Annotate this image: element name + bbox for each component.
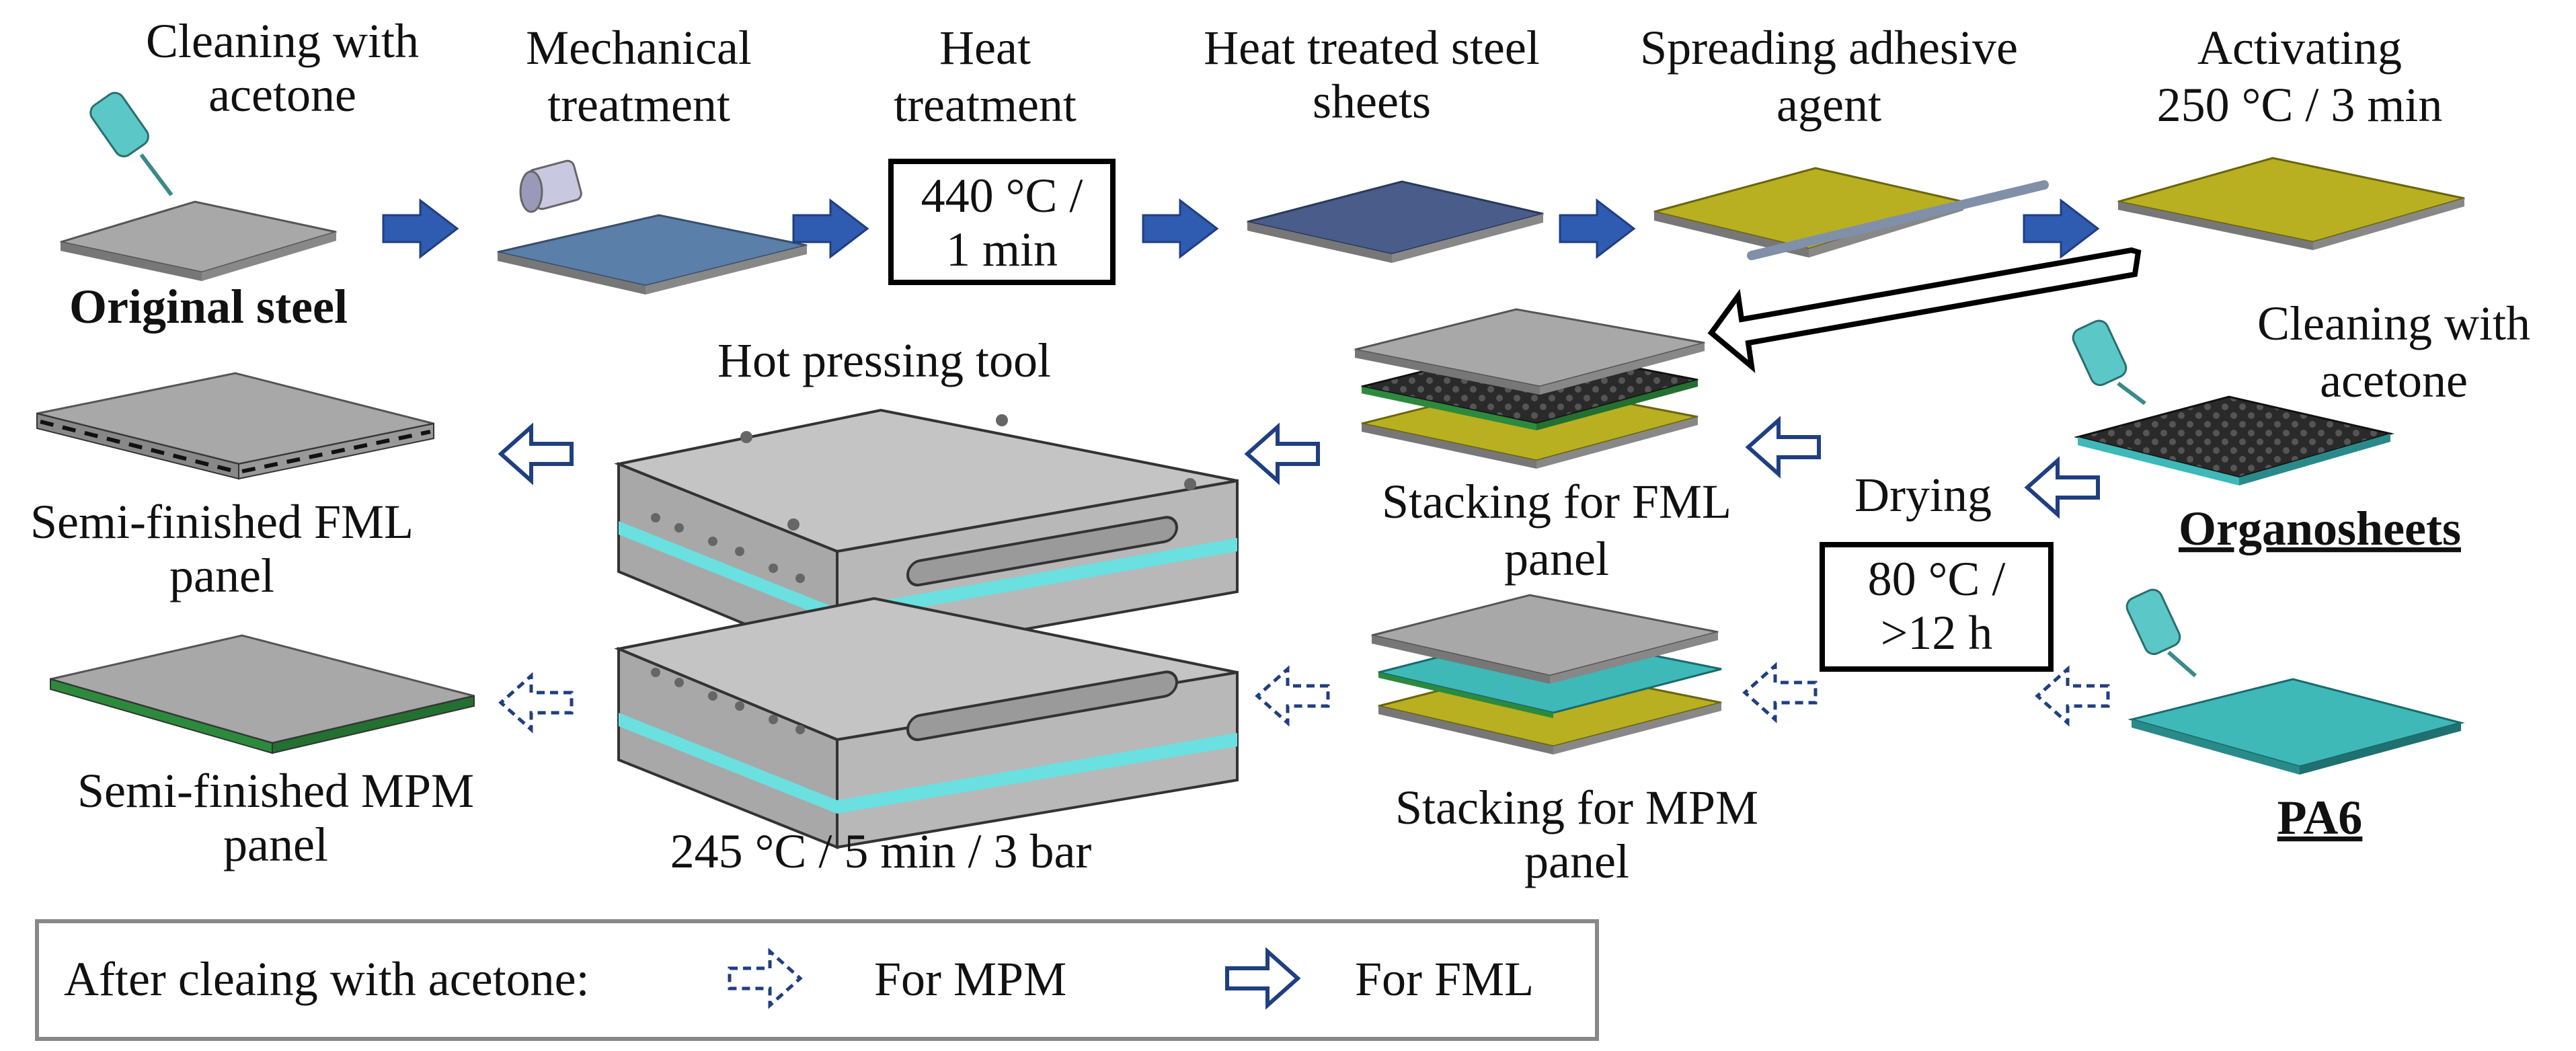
semi-finished-fml-label-2: panel (169, 549, 274, 602)
mechanical-label-1: Mechanical (526, 21, 752, 75)
pa6-label: PA6 (2277, 791, 2363, 845)
legend-mpm-label: For MPM (874, 952, 1066, 1006)
spreading-label-1: Spreading adhesive (1640, 21, 2018, 75)
cleaning-steel-label-1: Cleaning with (146, 14, 419, 68)
organosheet (2074, 395, 2394, 485)
organo-to-drying-arrow (2024, 456, 2100, 519)
legend-prefix: After cleaing with acetone: (64, 952, 590, 1006)
stacking-mpm-label-2: panel (1524, 834, 1629, 888)
drying-box (1820, 542, 2054, 672)
pressing-conditions-label: 245 °C / 5 min / 3 bar (670, 824, 1092, 878)
flow-arrow-2 (792, 198, 869, 260)
mpm-stack (1371, 594, 1722, 754)
semi-finished-fml-label-1: Semi-finished FML (30, 495, 414, 549)
heat-treatment-label-1: Heat (939, 21, 1031, 75)
pa6-to-drying-arrow (2035, 665, 2110, 727)
legend-solid-arrow-icon (1225, 947, 1301, 1010)
heat-treatment-box (888, 159, 1116, 285)
cleaning-nozzle-icon (89, 91, 173, 196)
hot-pressing-tool-label: Hot pressing tool (717, 334, 1051, 387)
flow-arrow-3 (1142, 198, 1219, 260)
activated-to-fml-arrow (1707, 247, 2142, 373)
mechanical-label-2: treatment (547, 78, 730, 132)
cleaning-nozzle-organo-icon (2072, 319, 2146, 405)
drying-label: Drying (1855, 468, 1992, 522)
stacking-fml-label-1: Stacking for FML (1382, 475, 1731, 529)
fml-to-press-arrow (1244, 422, 1320, 485)
flow-arrow-1 (382, 198, 459, 260)
spreading-label-2: agent (1777, 78, 1881, 132)
fml-stack (1354, 308, 1705, 469)
original-steel-sheet (60, 200, 337, 281)
cleaning-organo-label-2: acetone (2320, 354, 2468, 407)
activating-label-1: Activating (2197, 21, 2402, 75)
stacking-fml-label-2: panel (1504, 532, 1609, 586)
stacking-mpm-label-1: Stacking for MPM (1395, 781, 1758, 834)
cleaning-steel-label-2: acetone (208, 68, 356, 122)
flow-arrow-5 (2023, 198, 2100, 260)
roller-icon (519, 159, 582, 213)
cleaning-organo-label-1: Cleaning with (2257, 297, 2530, 350)
legend-dashed-arrow-icon (728, 947, 803, 1009)
mpm-to-press-arrow (1255, 665, 1330, 727)
original-steel-label: Original steel (69, 280, 348, 334)
drying-to-fml-arrow (1745, 416, 1821, 479)
semi-finished-mpm-label-2: panel (223, 818, 328, 871)
treated-steel-sheet (497, 214, 808, 295)
press-to-fml-arrow (498, 422, 574, 485)
legend-box (35, 919, 1599, 1041)
legend-fml-label: For FML (1355, 952, 1534, 1006)
pa6-sheet (2128, 678, 2465, 775)
activated-sheet (2117, 157, 2465, 250)
drying-to-mpm-arrow (1742, 662, 1818, 724)
semi-finished-mpm-label-1: Semi-finished MPM (77, 764, 474, 818)
organosheets-label: Organosheets (2179, 502, 2461, 555)
hot-press-lower (614, 596, 1239, 849)
heat-treated-steel-sheet (1247, 180, 1544, 263)
drying-box-line-2: >12 h (1881, 606, 1993, 660)
cleaning-nozzle-pa6-icon (2125, 588, 2197, 678)
heat-treatment-box-line-1: 440 °C / (921, 169, 1083, 223)
heat-treatment-label-2: treatment (894, 78, 1077, 132)
press-to-mpm-arrow (498, 672, 574, 734)
semi-finished-fml-panel (36, 372, 434, 480)
activating-label-2: 250 °C / 3 min (2157, 78, 2443, 132)
semi-finished-mpm-panel (50, 634, 475, 754)
drying-box-line-1: 80 °C / (1868, 552, 2006, 606)
flow-arrow-4 (1559, 198, 1636, 260)
heat-treated-label-2: sheets (1313, 75, 1431, 128)
heat-treated-label-1: Heat treated steel (1204, 21, 1540, 75)
heat-treatment-box-line-2: 1 min (946, 223, 1058, 276)
spreading-rod-icon (1747, 180, 2049, 260)
